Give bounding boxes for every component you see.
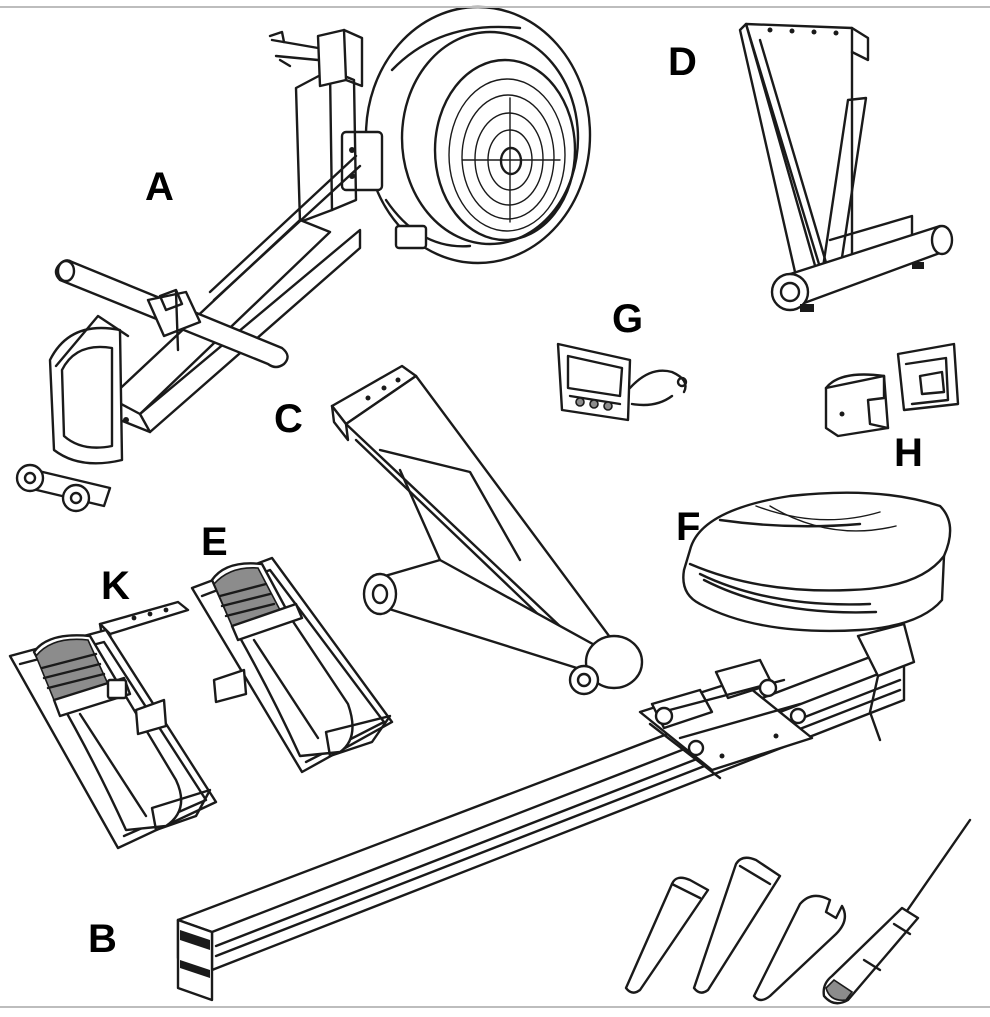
tools: [624, 818, 972, 1005]
bottom-frame-line: [0, 1006, 990, 1008]
part-a-front-frame: [15, 5, 592, 513]
label-k: K: [101, 564, 130, 608]
front-foot: [15, 314, 130, 513]
label-b: B: [88, 917, 117, 961]
part-b-monorail: [176, 622, 916, 1002]
label-f: F: [676, 505, 700, 549]
part-h-end-caps: [824, 342, 960, 438]
part-c-middle-leg: [330, 364, 644, 696]
hex-key-long: [692, 856, 782, 994]
part-d-rear-leg: [738, 22, 954, 312]
label-d: D: [668, 40, 697, 84]
label-a: A: [145, 165, 174, 209]
top-frame-line: [0, 6, 990, 8]
screwdriver: [822, 818, 972, 1005]
part-e-footrest: [190, 556, 394, 774]
label-g: G: [612, 297, 643, 341]
label-e: E: [201, 520, 228, 564]
label-h: H: [894, 431, 923, 475]
part-f-seat: [682, 491, 952, 633]
label-c: C: [274, 397, 303, 441]
front-beam: [108, 154, 362, 434]
hex-key-short: [624, 876, 710, 994]
open-wrench: [752, 894, 847, 1002]
upright-column: [268, 28, 364, 224]
flywheel: [340, 5, 592, 265]
handle-bar: [54, 259, 289, 369]
part-g-monitor: [556, 342, 688, 422]
part-e-left-footrest: [8, 628, 218, 850]
